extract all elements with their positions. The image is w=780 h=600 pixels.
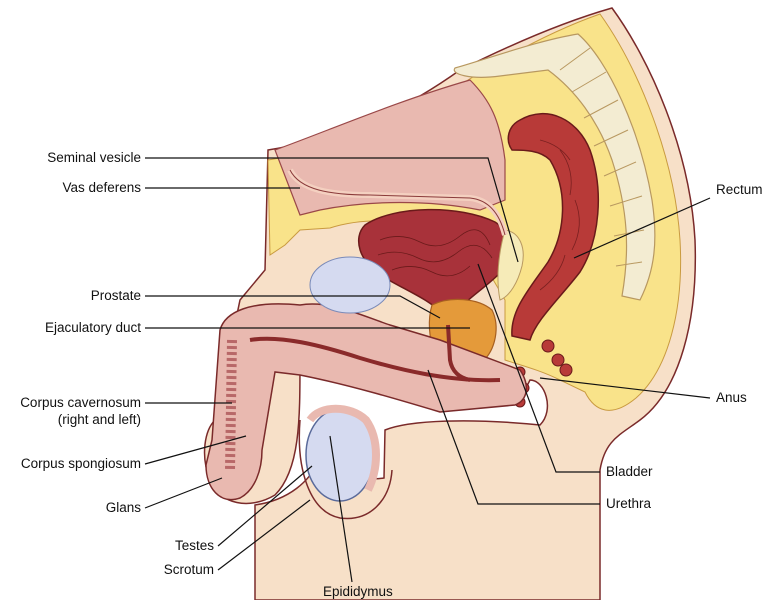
penis-shaft [205, 303, 527, 501]
label-urethra: Urethra [606, 496, 652, 511]
label-glans: Glans [105, 500, 141, 515]
bladder-folds [377, 229, 493, 277]
abdominal-cavity [274, 79, 506, 216]
urethra-channel [249, 336, 501, 383]
leader-lines [144, 157, 711, 583]
vas-deferens-outline [289, 169, 506, 236]
scrotum-outline [298, 419, 393, 520]
label-prostate: Prostate [90, 288, 141, 303]
label-bladder: Bladder [606, 464, 653, 479]
label-epididymus: Epididymus [323, 584, 393, 599]
seminal-vesicle-shape [497, 229, 524, 301]
label-ejaculatory-duct: Ejaculatory duct [44, 320, 141, 335]
label-anus: Anus [716, 390, 747, 405]
vertebrae [559, 47, 645, 267]
rectum-folds [539, 139, 580, 291]
cavernosum-texture [225, 339, 237, 471]
label-corpus-cavernosum-note: (right and left) [57, 412, 141, 427]
label-scrotum: Scrotum [163, 562, 214, 577]
label-corpus-spongiosum: Corpus spongiosum [20, 456, 141, 471]
urethra-to-bladder [446, 324, 471, 382]
label-corpus-cavernosum: Corpus cavernosum [20, 395, 141, 410]
rectum-shape [507, 113, 600, 341]
label-seminal-vesicle: Seminal vesicle [47, 150, 141, 165]
fascia-oval [309, 256, 391, 314]
label-rectum: Rectum [716, 182, 763, 197]
label-vas-deferens: Vas deferens [62, 180, 141, 195]
label-testes: Testes [174, 538, 214, 553]
epididymis-shape [306, 404, 380, 492]
sacrum-bone [453, 33, 656, 301]
